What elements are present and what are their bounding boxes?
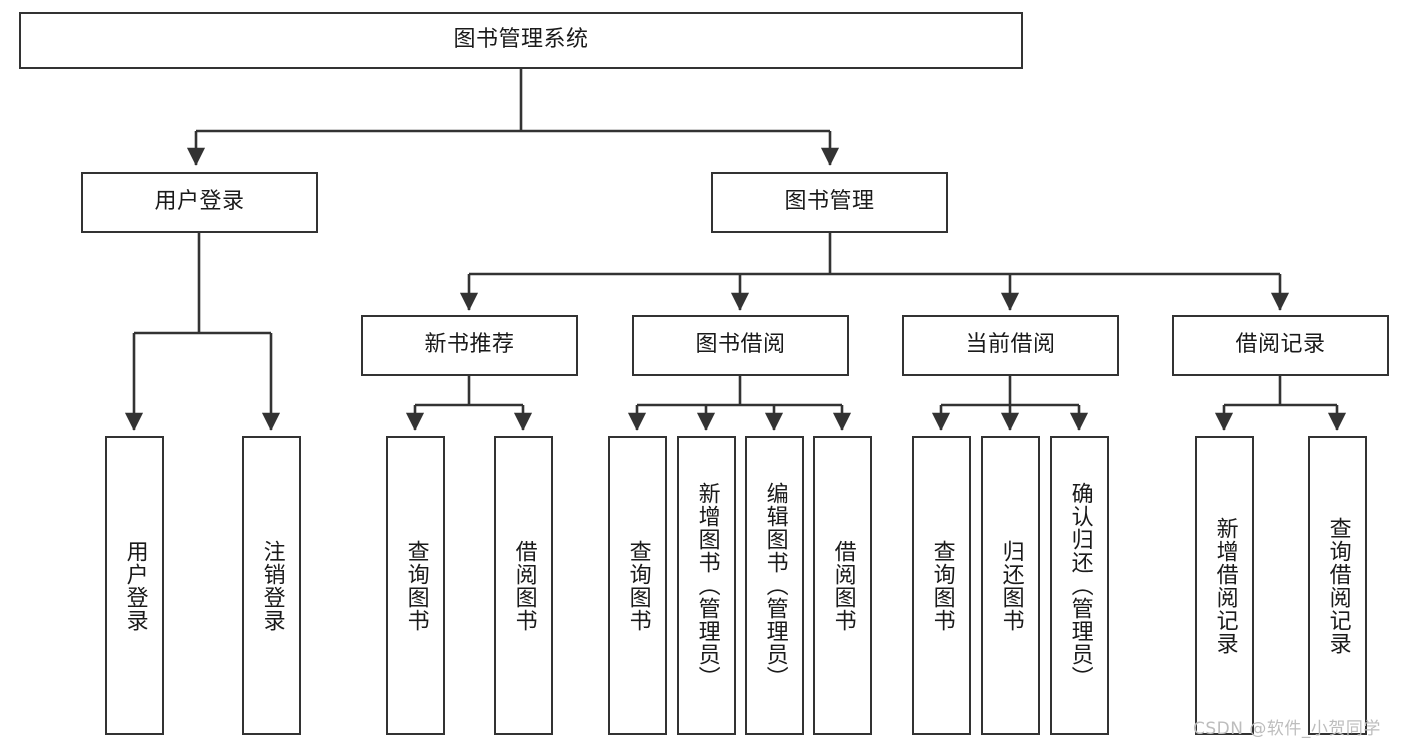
node-leaf-query-book-3[interactable]: 查询图书 [912, 436, 971, 735]
node-leaf-confirm-return-admin[interactable]: 确认归还（管理员） [1050, 436, 1109, 735]
node-user-login[interactable]: 用户登录 [81, 172, 318, 233]
node-root[interactable]: 图书管理系统 [19, 12, 1023, 69]
node-leaf-logout-login[interactable]: 注销登录 [242, 436, 301, 735]
node-current-borrow[interactable]: 当前借阅 [902, 315, 1119, 376]
node-borrow-record[interactable]: 借阅记录 [1172, 315, 1389, 376]
node-leaf-query-book-1[interactable]: 查询图书 [386, 436, 445, 735]
node-leaf-add-borrow-record[interactable]: 新增借阅记录 [1195, 436, 1254, 735]
node-new-book-recommend[interactable]: 新书推荐 [361, 315, 578, 376]
node-leaf-edit-book-admin[interactable]: 编辑图书（管理员） [745, 436, 804, 735]
node-leaf-borrow-book-2[interactable]: 借阅图书 [813, 436, 872, 735]
node-leaf-query-book-2[interactable]: 查询图书 [608, 436, 667, 735]
node-book-borrow[interactable]: 图书借阅 [632, 315, 849, 376]
node-leaf-query-borrow-record[interactable]: 查询借阅记录 [1308, 436, 1367, 735]
node-leaf-add-book-admin[interactable]: 新增图书（管理员） [677, 436, 736, 735]
node-book-management[interactable]: 图书管理 [711, 172, 948, 233]
node-leaf-return-book[interactable]: 归还图书 [981, 436, 1040, 735]
node-leaf-user-login[interactable]: 用户登录 [105, 436, 164, 735]
node-leaf-borrow-book-1[interactable]: 借阅图书 [494, 436, 553, 735]
